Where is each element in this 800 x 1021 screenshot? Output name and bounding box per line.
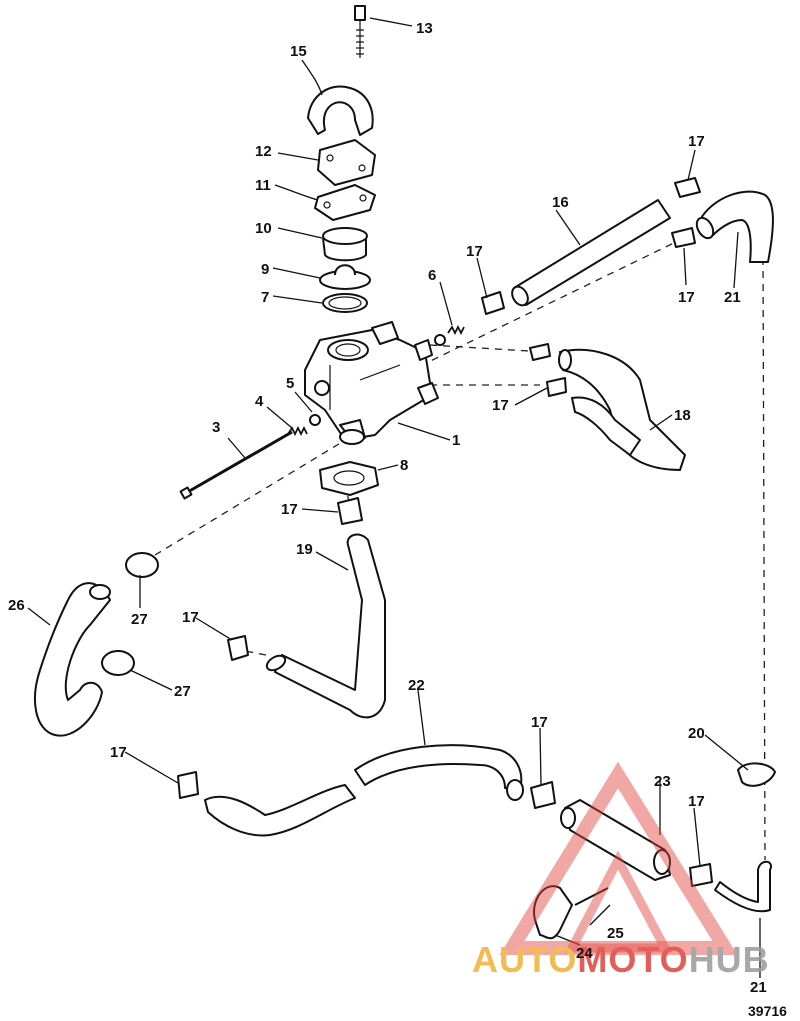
part-27-clamps <box>101 552 159 676</box>
callout-7: 7 <box>261 289 269 306</box>
figure-number: 39716 <box>748 1003 787 1019</box>
callout-17-g: 17 <box>110 744 127 761</box>
part-7-o-ring <box>322 293 368 313</box>
callout-20: 20 <box>688 725 705 742</box>
part-1-housing <box>304 321 439 445</box>
part-13-bolt <box>354 5 366 58</box>
callout-18: 18 <box>674 407 691 424</box>
part-26-hose <box>34 582 111 737</box>
part-9-thermostat <box>319 264 371 290</box>
callout-22: 22 <box>408 677 425 694</box>
callout-6: 6 <box>428 267 436 284</box>
callout-17-i: 17 <box>688 793 705 810</box>
callout-13: 13 <box>416 20 433 37</box>
part-22-hose <box>354 744 524 801</box>
callout-15: 15 <box>290 43 307 60</box>
callout-1: 1 <box>452 432 460 449</box>
callout-leader-lines <box>27 17 761 978</box>
part-12-cover <box>317 139 376 186</box>
part-6-spring <box>434 324 465 346</box>
part-21-lower-hose <box>714 860 772 913</box>
callout-27-a: 27 <box>131 611 148 628</box>
part-5-ball <box>309 414 321 426</box>
part-18-hose <box>558 348 686 471</box>
part-8-gasket <box>319 461 379 496</box>
part-19-hose <box>265 533 386 719</box>
watermark-text-auto: AUTO <box>472 939 577 980</box>
part-25-screw <box>574 887 609 906</box>
part-11-gasket <box>314 184 376 221</box>
part-24-bracket <box>533 885 573 940</box>
watermark-text-moto: MOTO <box>577 939 688 980</box>
callout-17-e: 17 <box>281 501 298 518</box>
callout-labels: 1 3 4 5 6 7 8 9 10 11 12 13 15 16 17 17 … <box>8 20 767 996</box>
callout-10: 10 <box>255 220 272 237</box>
part-23-fitting <box>560 799 671 881</box>
callout-17-a: 17 <box>688 133 705 150</box>
callout-4: 4 <box>255 393 264 410</box>
part-21-upper-hose <box>695 190 774 263</box>
callout-12: 12 <box>255 143 272 160</box>
callout-8: 8 <box>400 457 408 474</box>
part-10-sleeve <box>322 227 368 262</box>
callout-24: 24 <box>576 945 593 962</box>
watermark-text-hub: HUB <box>689 939 770 980</box>
callout-21-b: 21 <box>750 979 767 996</box>
callout-27-b: 27 <box>174 683 191 700</box>
callout-19: 19 <box>296 541 313 558</box>
callout-17-c: 17 <box>466 243 483 260</box>
callout-25: 25 <box>607 925 624 942</box>
watermark-triangle <box>499 761 738 955</box>
callout-16: 16 <box>552 194 569 211</box>
callout-9: 9 <box>261 261 269 278</box>
callout-21-a: 21 <box>724 289 741 306</box>
part-3-long-bolt <box>179 430 293 500</box>
callout-17-f: 17 <box>182 609 199 626</box>
part-15-bracket <box>307 85 374 136</box>
callout-17-d: 17 <box>492 397 509 414</box>
watermark: AUTOMOTOHUB <box>472 761 770 980</box>
callout-5: 5 <box>286 375 294 392</box>
assembly-guide-lines <box>154 239 766 861</box>
callout-23: 23 <box>654 773 671 790</box>
part-16-hose <box>511 199 671 307</box>
callout-17-b: 17 <box>678 289 695 306</box>
lower-left-hose <box>204 784 356 837</box>
clamps-17 <box>177 177 713 887</box>
callout-17-h: 17 <box>531 714 548 731</box>
callout-3: 3 <box>212 419 220 436</box>
svg-text:AUTOMOTOHUB: AUTOMOTOHUB <box>472 939 770 980</box>
callout-26: 26 <box>8 597 25 614</box>
callout-11: 11 <box>255 177 271 194</box>
watermark-inner-triangle <box>564 850 673 953</box>
